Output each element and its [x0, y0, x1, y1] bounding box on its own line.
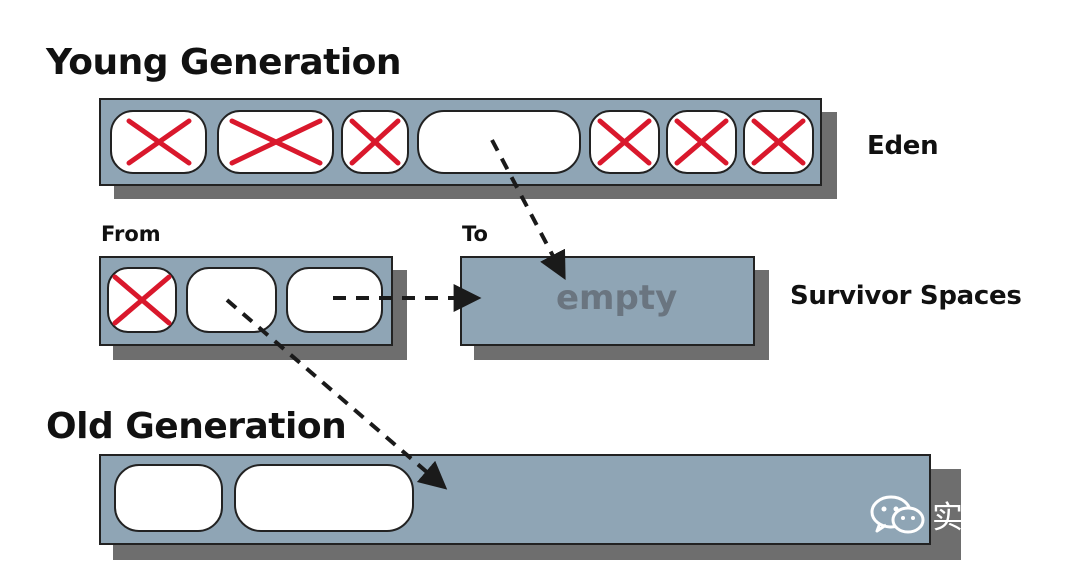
eden-objects — [110, 110, 814, 174]
old-object — [234, 464, 414, 532]
eden-label: Eden — [867, 131, 939, 161]
dead-mark-icon — [597, 118, 652, 166]
dead-mark-icon — [112, 274, 172, 326]
empty-label: empty — [556, 278, 678, 318]
dead-mark-icon — [674, 118, 729, 166]
survivor-spaces-label: Survivor Spaces — [790, 281, 1022, 311]
dead-mark-icon — [229, 118, 323, 166]
watermark-text: 实验楼 — [932, 500, 1025, 536]
old-region — [99, 454, 931, 545]
old-objects — [114, 464, 414, 532]
dead-mark-icon — [349, 118, 401, 166]
wechat-icon — [870, 495, 925, 533]
watermark: 实验楼 — [870, 492, 1025, 537]
to-region — [460, 256, 755, 346]
dead-mark-icon — [751, 118, 806, 166]
dead-mark-icon — [126, 118, 192, 166]
old-object — [114, 464, 223, 532]
from-label: From — [101, 222, 161, 246]
to-label: To — [462, 222, 488, 246]
from-object-live — [186, 267, 277, 333]
eden-to-survivor-arrow — [490, 139, 566, 280]
old-generation-title: Old Generation — [46, 406, 347, 447]
eden-object-live — [417, 110, 581, 174]
young-generation-title: Young Generation — [46, 42, 402, 83]
survivor-to-old-arrow — [225, 298, 448, 490]
